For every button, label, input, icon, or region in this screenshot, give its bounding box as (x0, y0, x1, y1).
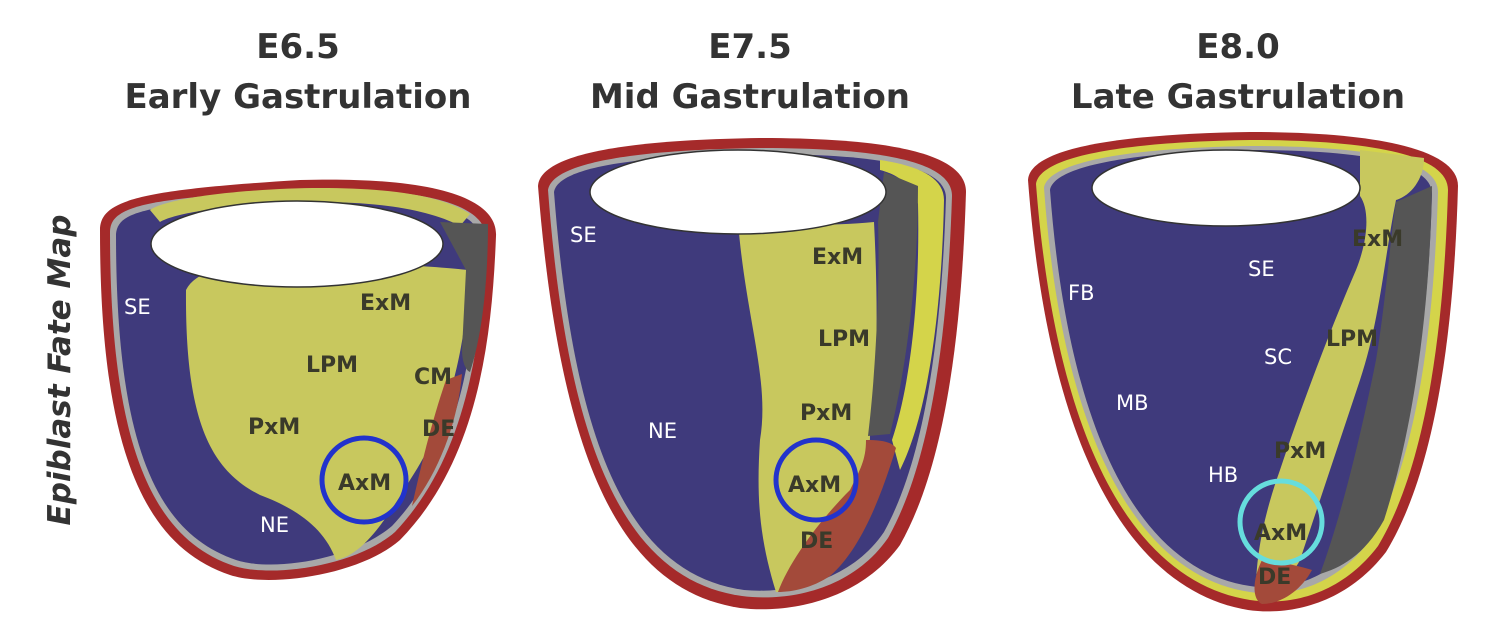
e8-0-label-de: DE (1258, 565, 1291, 590)
e8-0-label-hb: HB (1208, 463, 1238, 487)
e6-5-label-pxm: PxM (248, 415, 300, 440)
e6-5-label-ne: NE (260, 513, 289, 537)
panel-e7-5: E7.5 Mid Gastrulation SE ExM LPM NE PxM … (538, 27, 966, 610)
e8-0-label-sc: SC (1264, 345, 1292, 369)
e8-0-axm-circle (1237, 478, 1325, 566)
e7-5-label-axm: AxM (788, 473, 841, 498)
e7-5-axm-circle (773, 437, 859, 523)
e7-5-label-se: SE (570, 223, 597, 247)
e7-5-opening (589, 149, 887, 235)
panel-e7-5-stage: E7.5 (708, 27, 791, 67)
e8-0-gray-region (1320, 186, 1432, 574)
e8-0-label-lpm: LPM (1326, 327, 1378, 352)
e8-0-label-pxm: PxM (1274, 439, 1326, 464)
e6-5-axm-circle (319, 435, 409, 525)
e7-5-label-pxm: PxM (800, 401, 852, 426)
e8-0-label-fb: FB (1068, 281, 1095, 305)
e8-0-label-axm: AxM (1254, 521, 1307, 546)
panel-e8-0-stage: E8.0 (1196, 27, 1279, 67)
e6-5-opening (150, 200, 444, 288)
e7-5-label-ne: NE (648, 419, 677, 443)
e8-0-label-se: SE (1248, 257, 1275, 281)
panel-e6-5-stage: E6.5 (256, 27, 339, 67)
e6-5-gray-region (440, 222, 488, 372)
e6-5-label-lpm: LPM (306, 353, 358, 378)
panel-e7-5-title: Mid Gastrulation (590, 77, 910, 117)
e7-5-label-lpm: LPM (818, 327, 870, 352)
e7-5-label-de: DE (800, 529, 833, 554)
e6-5-label-cm: CM (414, 365, 452, 390)
e6-5-label-axm: AxM (338, 471, 391, 496)
panel-e6-5-title: Early Gastrulation (125, 77, 472, 117)
e8-0-label-exm: ExM (1352, 227, 1403, 252)
e6-5-label-se: SE (124, 295, 151, 319)
e6-5-mesoderm (185, 262, 469, 560)
e8-0-ectoderm (1050, 150, 1432, 588)
e6-5-top-band (150, 188, 470, 226)
e8-0-opening (1091, 149, 1361, 227)
e7-5-bright-band (880, 160, 944, 470)
e8-0-mesoderm (1256, 150, 1424, 591)
e7-5-gray-region (868, 172, 918, 436)
panel-e8-0-title: Late Gastrulation (1071, 77, 1405, 117)
e6-5-label-de: DE (422, 417, 455, 442)
e8-0-de-region (1254, 560, 1312, 604)
e6-5-de-region (412, 374, 462, 506)
panel-e8-0: E8.0 Late Gastrulation ExM SE FB LPM SC … (1028, 27, 1458, 612)
panel-e6-5: E6.5 Early Gastrulation SE ExM LPM CM Px… (100, 27, 497, 580)
e6-5-label-exm: ExM (360, 291, 411, 316)
side-label: Epiblast Fate Map (42, 215, 78, 526)
e8-0-label-mb: MB (1116, 391, 1149, 415)
e7-5-label-exm: ExM (812, 245, 863, 270)
